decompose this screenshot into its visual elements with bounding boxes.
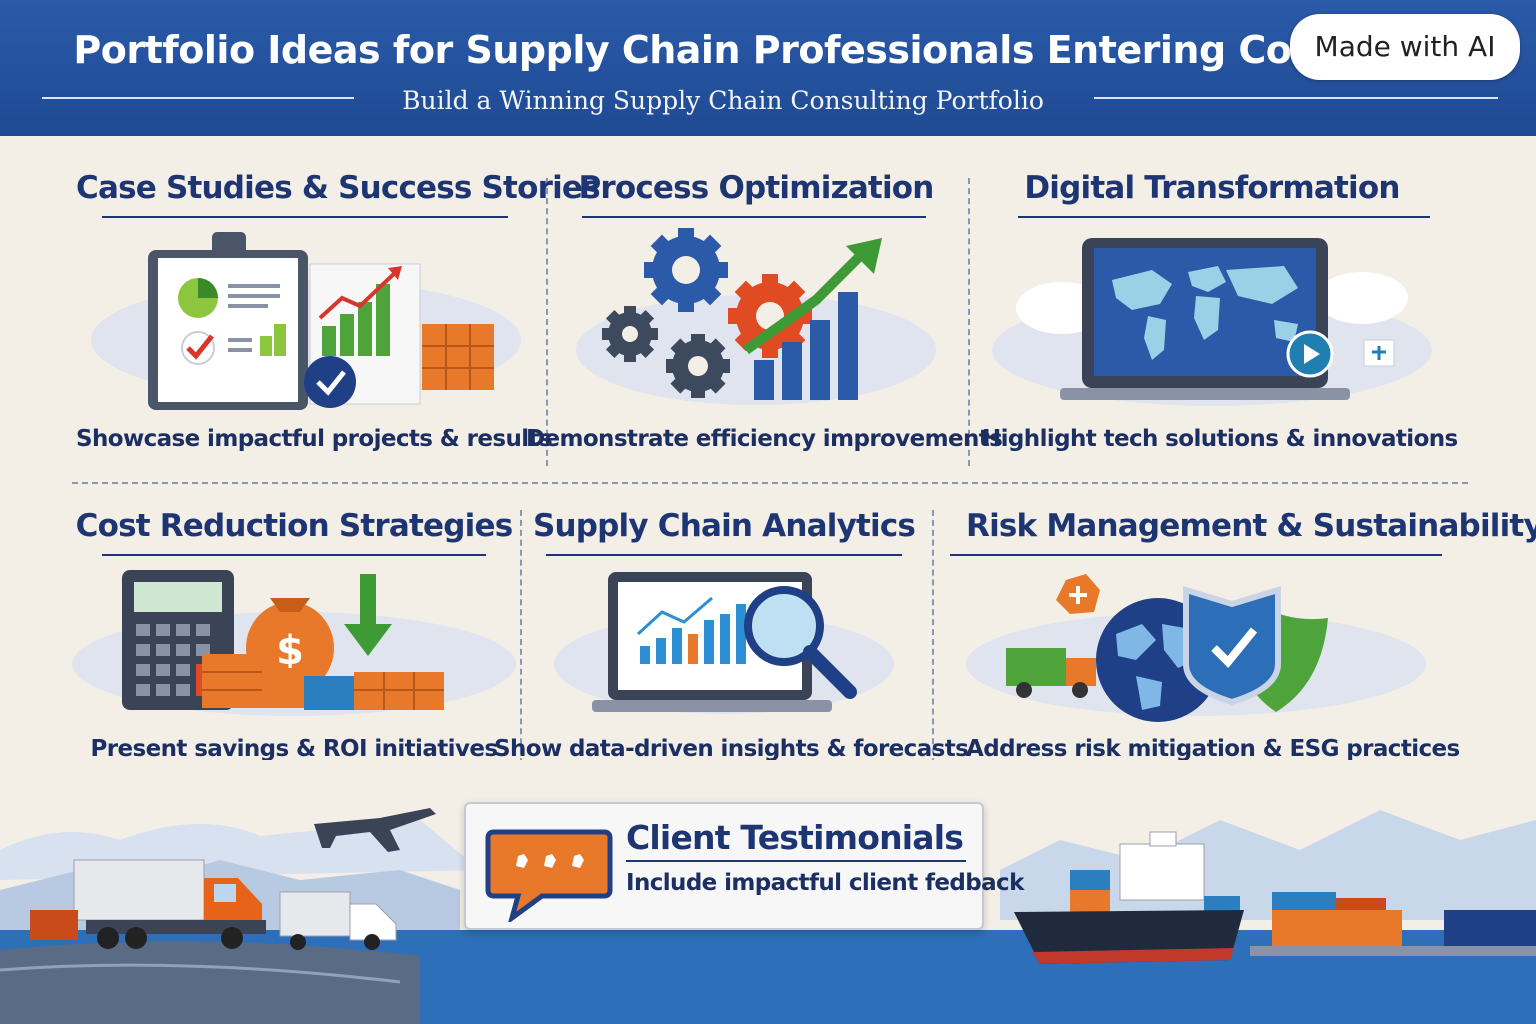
subtitle-rule-right (1094, 97, 1498, 99)
section-supply-chain-analytics: Supply Chain Analytics Show data-driven … (494, 508, 969, 774)
testimonial-title-rule (626, 860, 966, 862)
section-caption: Address risk mitigation & ESG practices (966, 736, 1460, 762)
testimonial-card: Client Testimonials Include impactful cl… (464, 802, 1024, 930)
divider-vertical (520, 510, 522, 774)
calculator-money-bag-icon: $ (72, 570, 516, 716)
globe-shield-leaf-icon (966, 574, 1426, 722)
page-title: Portfolio Ideas for Supply Chain Profess… (73, 28, 1463, 72)
divider-vertical (546, 178, 548, 466)
subtitle-rule-left (42, 97, 354, 99)
section-title: Digital Transformation (1024, 170, 1400, 206)
section-cost-reduction: Cost Reduction Strategies $ Present savi… (64, 508, 524, 774)
gears-growth-icon (576, 228, 936, 405)
section-caption: Present savings & ROI initiatives (90, 736, 498, 762)
section-title-rule (102, 216, 508, 218)
header-banner (0, 0, 1536, 136)
testimonial-title: Client Testimonials (626, 818, 964, 857)
section-case-studies: Case Studies & Success Stories Showcase … (76, 170, 601, 470)
laptop-analytics-icon (554, 572, 894, 714)
section-caption: Show data-driven insights & forecasts (494, 736, 969, 762)
section-title-rule (102, 554, 486, 556)
section-title: Risk Management & Sustainability (966, 508, 1536, 544)
made-with-ai-badge[interactable]: Made with AI (1290, 14, 1520, 80)
section-caption: Showcase impactful projects & results (76, 426, 553, 452)
divider-horizontal (72, 482, 1468, 484)
testimonial-text: Include impactful client fedback (626, 870, 1024, 896)
divider-vertical (968, 178, 970, 466)
section-title-rule (582, 216, 926, 218)
section-risk-management: Risk Management & Sustainability Address… (950, 508, 1536, 774)
section-title-rule (1018, 216, 1430, 218)
laptop-world-map-icon (992, 238, 1432, 406)
clipboard-report-icon (91, 232, 521, 410)
page-subtitle: Build a Winning Supply Chain Consulting … (402, 86, 1044, 115)
section-process-optimization: Process Optimization (526, 170, 1003, 470)
section-digital-transformation: Digital Transformation Highlight tech so… (982, 170, 1458, 470)
section-caption: Highlight tech solutions & innovations (982, 426, 1458, 452)
section-title-rule (546, 554, 902, 556)
section-title: Cost Reduction Strategies (75, 508, 514, 544)
speech-bubble-icon (485, 829, 613, 922)
section-title-rule (950, 554, 1442, 556)
divider-vertical (932, 510, 934, 774)
section-title: Process Optimization (578, 170, 934, 206)
section-caption: Demonstrate efficiency improvements (526, 426, 1003, 452)
svg-text:$: $ (276, 628, 304, 674)
section-title: Supply Chain Analytics (532, 508, 916, 544)
section-title: Case Studies & Success Stories (76, 170, 601, 206)
